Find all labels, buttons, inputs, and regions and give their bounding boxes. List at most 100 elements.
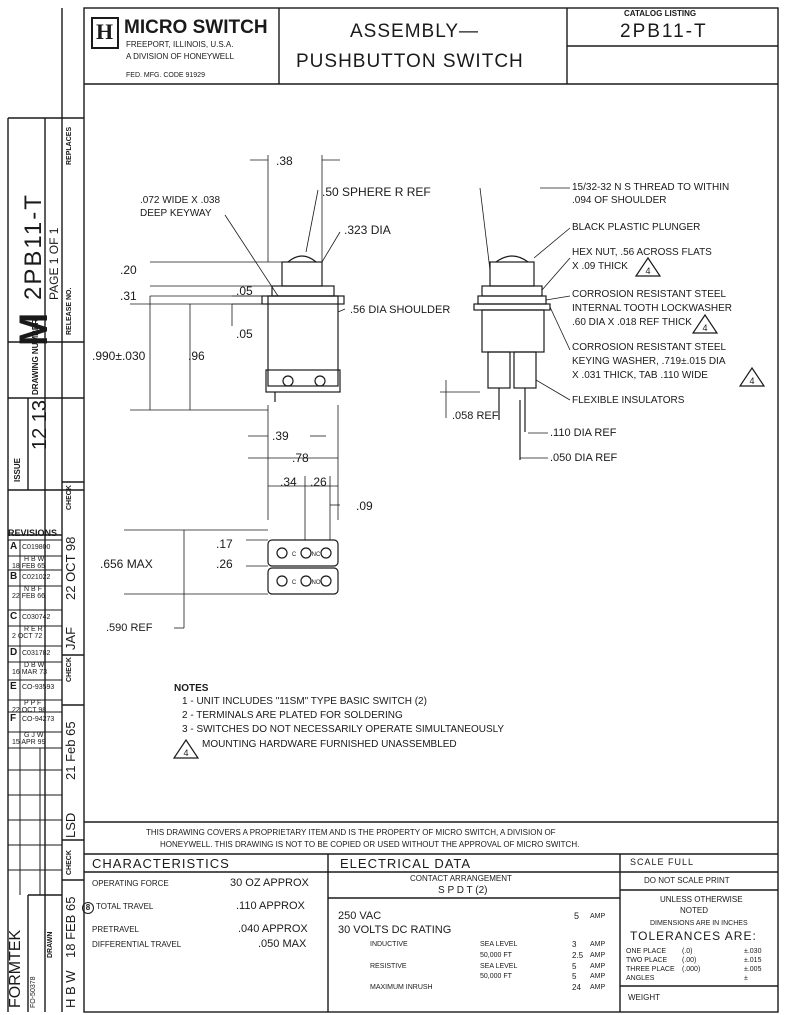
lockwasher-label-2: INTERNAL TOOTH LOCKWASHER xyxy=(572,303,733,314)
electrical-heading: ELECTRICAL DATA xyxy=(340,856,472,871)
keying-washer-label-3: X .031 THICK, TAB .110 WIDE xyxy=(572,370,708,381)
dim-990: .990±.030 xyxy=(92,349,146,363)
elec-row-unit: AMP xyxy=(590,984,606,991)
hex-nut-right xyxy=(481,285,543,297)
note-flag-4-key: 4 xyxy=(749,376,754,386)
dim-078: .78 xyxy=(292,451,309,465)
elec-row-label: RESISTIVE xyxy=(370,963,407,970)
note-4: MOUNTING HARDWARE FURNISHED UNASSEMBLED xyxy=(202,739,457,750)
revision-ref: C031782 xyxy=(22,650,51,657)
revision-letter: B xyxy=(10,571,18,582)
keyway-washer-left xyxy=(261,295,345,305)
keying-washer-right xyxy=(473,303,551,311)
dim-058-ref: .058 REF xyxy=(452,410,499,422)
tolerance-value: ± xyxy=(744,975,748,982)
insulator-2 xyxy=(513,351,537,389)
note-3: 3 - SWITCHES DO NOT NECESSARILY OPERATE … xyxy=(182,724,505,735)
note-flag-4-notes: 4 xyxy=(183,748,188,758)
dim-034: .34 xyxy=(280,475,297,489)
tolerance-format: (.000) xyxy=(682,966,701,973)
elec-row-value: 24 xyxy=(572,983,581,992)
tolerance-value: ±.030 xyxy=(744,948,762,955)
bushing-left xyxy=(281,261,323,287)
dim-009: .09 xyxy=(356,499,373,513)
dim-031: .31 xyxy=(120,289,137,303)
revision-ref: C030742 xyxy=(22,614,51,621)
catalog-number: 2PB11-T xyxy=(620,21,708,42)
drawing-title-line2: PUSHBUTTON SWITCH xyxy=(296,51,524,72)
insulator-1 xyxy=(487,351,511,389)
company-division: A DIVISION OF HONEYWELL xyxy=(126,52,235,61)
sphere-label: .50 SPHERE R REF xyxy=(322,185,431,199)
proprietary-line1: THIS DRAWING COVERS A PROPRIETARY ITEM A… xyxy=(146,828,556,837)
revisions-label: REVISIONS xyxy=(8,528,58,538)
revision-date: 15 APR 99 xyxy=(12,739,46,746)
char-total-travel-value: .110 APPROX xyxy=(236,900,305,912)
plunger-right xyxy=(495,255,529,263)
dim-656-max: .656 MAX xyxy=(100,557,153,571)
char-diff-travel-value: .050 MAX xyxy=(258,938,307,950)
revision-by: R E R xyxy=(24,626,43,633)
dim-590-ref: .590 REF xyxy=(106,622,153,634)
tolerance-place: ONE PLACE xyxy=(626,948,667,955)
tolerance-place: ANGLES xyxy=(626,975,655,982)
revision-by: G J W xyxy=(24,732,44,739)
vdc-rating: 30 VOLTS DC RATING xyxy=(338,924,452,936)
plunger-left xyxy=(287,255,317,263)
terminal-nc-label: NC xyxy=(312,552,321,558)
contact-arrangement-label: CONTACT ARRANGEMENT xyxy=(410,874,512,883)
company-name: MICRO SWITCH xyxy=(124,17,268,38)
catalog-label: CATALOG LISTING xyxy=(624,9,697,18)
revision-date: 22 OCT 98 xyxy=(12,707,47,714)
revision-by: N B F xyxy=(24,586,42,593)
terminal-block-left xyxy=(265,369,341,393)
dim-110-dia: .110 DIA REF xyxy=(550,427,617,439)
elec-row-value: 2.5 xyxy=(572,951,584,960)
end-view-lower xyxy=(267,567,339,595)
revision-by: H B W xyxy=(24,556,45,563)
dim-096: .96 xyxy=(188,349,205,363)
revision-ref: C019800 xyxy=(22,544,51,551)
revision-ref: CO-94273 xyxy=(22,716,55,723)
hex-nut-label-1: HEX NUT, .56 ACROSS FLATS xyxy=(572,247,712,258)
note-1: 1 - UNIT INCLUDES "11SM" TYPE BASIC SWIT… xyxy=(182,696,427,707)
keying-washer-label-1: CORROSION RESISTANT STEEL xyxy=(572,342,727,353)
dim-017: .17 xyxy=(216,537,233,551)
no-scale-label: DO NOT SCALE PRINT xyxy=(644,876,730,885)
vac-rating: 250 VAC xyxy=(338,910,382,922)
insulators-label: FLEXIBLE INSULATORS xyxy=(572,395,685,406)
plunger-label: BLACK PLASTIC PLUNGER xyxy=(572,222,701,233)
elec-row-value: 3 xyxy=(572,940,577,949)
lockwasher-right xyxy=(477,295,547,305)
weight-label: WEIGHT xyxy=(628,993,660,1002)
elec-row-unit: AMP xyxy=(590,973,606,980)
char-diff-travel-label: DIFFERENTIAL TRAVEL xyxy=(92,940,182,949)
thread-label-2: .094 OF SHOULDER xyxy=(572,195,667,206)
terminal-c-label-2: C xyxy=(292,580,297,586)
elec-row-unit: AMP xyxy=(590,941,606,948)
elec-row-unit: AMP xyxy=(590,952,606,959)
terminal-no-label: NO xyxy=(312,580,321,586)
revision-date: 16 MAR 73 xyxy=(12,669,48,676)
terminal-c-label: C xyxy=(292,552,297,558)
revision-by: P P F xyxy=(24,700,42,707)
char-operating-force-label: OPERATING FORCE xyxy=(92,879,169,888)
company-location: FREEPORT, ILLINOIS, U.S.A. xyxy=(126,40,234,49)
switch-body-left xyxy=(267,295,339,387)
revision-date: 22 FEB 66 xyxy=(12,593,46,600)
tolerance-value: ±.005 xyxy=(744,966,762,973)
bushing-right xyxy=(489,261,535,287)
dim-026: .26 xyxy=(310,475,327,489)
dim-038: .38 xyxy=(276,154,293,168)
keyway-label: .072 WIDE X .038 xyxy=(140,195,221,206)
dim-020: .20 xyxy=(120,263,137,277)
drawing-title-line1: ASSEMBLY— xyxy=(350,21,480,42)
unless-otherwise-1: UNLESS OTHERWISE xyxy=(660,895,743,904)
elec-row-value: 5 xyxy=(572,972,577,981)
note-flag-4-hex: 4 xyxy=(645,266,650,276)
revision-date: 18 FEB 65 xyxy=(12,563,46,570)
tolerance-format: (.00) xyxy=(682,957,697,964)
dim-005a: .05 xyxy=(236,284,253,298)
hex-nut-label-2: X .09 THICK xyxy=(572,261,628,272)
